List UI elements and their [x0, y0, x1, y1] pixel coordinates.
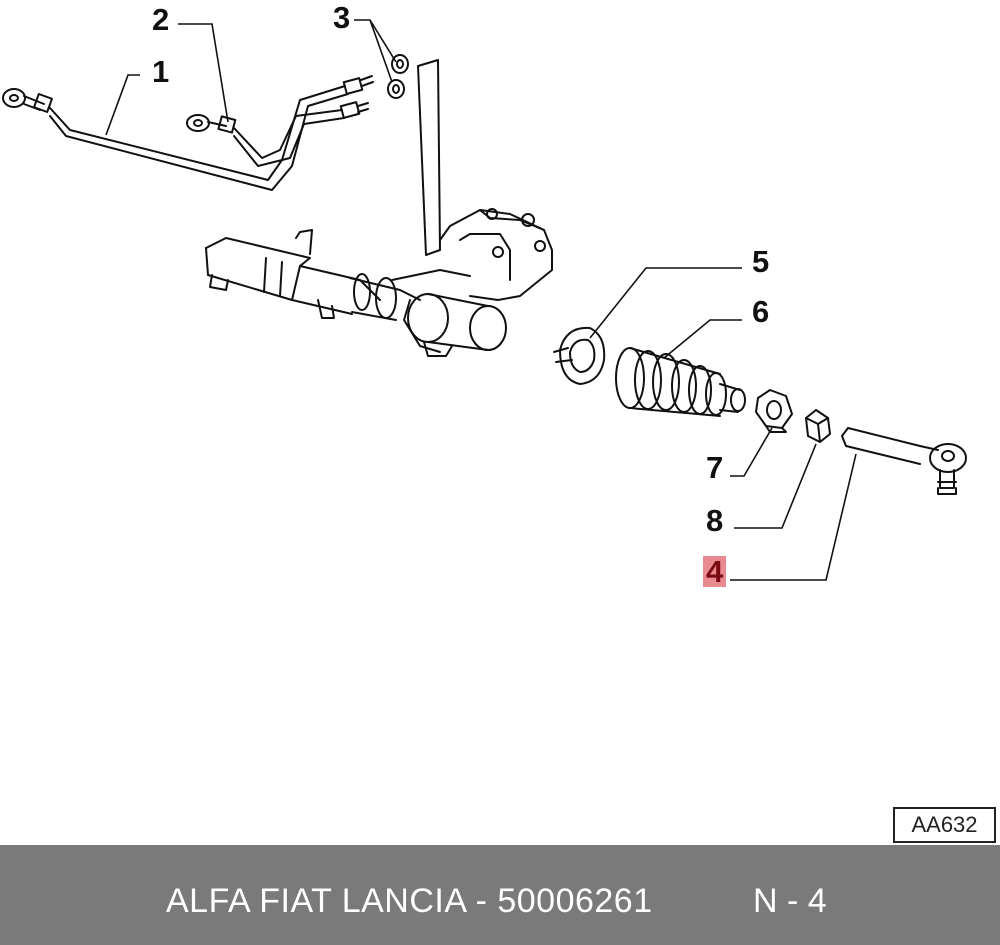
footer-code: N - 4: [753, 882, 827, 920]
diagram-drawing: [2, 19, 967, 581]
callout-3: 3: [333, 0, 351, 35]
callout-7: 7: [706, 450, 724, 485]
footer-title: ALFA FIAT LANCIA - 50006261: [166, 882, 653, 920]
leader-3: [354, 19, 397, 83]
footer-bar: ALFA FIAT LANCIA - 50006261 N - 4: [0, 845, 1000, 945]
leader-8: [734, 443, 817, 529]
locknut-7-drawing: [755, 389, 793, 433]
callout-6: 6: [752, 294, 770, 329]
leader-5: [589, 267, 742, 339]
leader-7: [730, 427, 773, 477]
reference-code-box: AA632: [893, 807, 996, 843]
leader-1: [105, 74, 140, 136]
callout-8: 8: [706, 503, 724, 538]
leader-lines: [105, 19, 857, 581]
clamp-5-drawing: [553, 326, 606, 385]
boot-6-drawing: [615, 347, 746, 417]
leader-6: [663, 319, 742, 359]
pipe-1-drawing: [2, 75, 374, 191]
nut-8-drawing: [805, 409, 831, 443]
leader-2: [178, 23, 229, 123]
callout-4-highlighted: 4: [703, 556, 727, 587]
tie-rod-end-4-drawing: [841, 427, 967, 495]
callout-5: 5: [752, 244, 770, 279]
callout-2: 2: [152, 2, 170, 37]
callout-1-label: 1: [152, 54, 170, 89]
washers-3-drawing: [387, 54, 441, 256]
steering-rack-drawing: [205, 208, 553, 357]
pipe-2-drawing: [186, 101, 369, 167]
leader-4: [730, 453, 857, 581]
